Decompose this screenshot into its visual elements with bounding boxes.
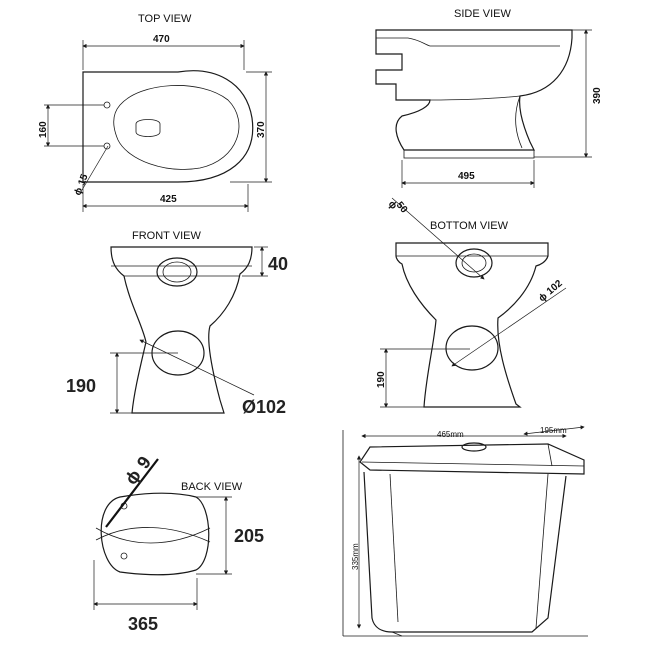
side-view-base [403, 149, 535, 159]
flush-button [461, 442, 487, 452]
bottom-view-title: BOTTOM VIEW [430, 220, 509, 232]
dimension-back-hole-label: 9 [133, 453, 155, 473]
dimension-back-height-label: 205 [234, 526, 264, 546]
dimension-cistern-width-label: 465mm [437, 430, 464, 439]
bowl-rim [113, 85, 240, 170]
dimension-bottom-outlet-height-label: 190 [376, 371, 387, 388]
bottom-view: BOTTOM VIEW ϕ 50 ϕ 102 190 [376, 197, 567, 408]
dimension-base-width-label: 425 [160, 194, 177, 205]
top-view: TOP VIEW 470 160 370 ϕ 15 425 [38, 13, 272, 212]
dimension-bolt-spacing-label: 160 [38, 121, 49, 138]
dimension-rim-label: 40 [268, 254, 288, 274]
dimension-width-label: 470 [153, 34, 170, 45]
side-view: SIDE VIEW 390 495 [375, 8, 603, 188]
bottom-outlet-opening [445, 325, 499, 371]
cistern-view: 465mm 195mm 335mm [342, 425, 588, 637]
bolt-hole-upper [103, 101, 111, 109]
dimension-outlet-height-label: 190 [66, 376, 96, 396]
front-view: FRONT VIEW 40 190 Ø102 [66, 230, 288, 417]
phi-symbol-top: ϕ [72, 186, 85, 197]
front-outlet-ring [156, 257, 198, 287]
dimension-outlet-label: 102 [545, 278, 565, 297]
bottom-view-outline [395, 242, 549, 408]
front-view-outline [110, 246, 253, 414]
side-view-title: SIDE VIEW [454, 8, 511, 20]
dimension-length-label: 495 [458, 171, 475, 182]
cistern-body [363, 471, 567, 633]
dimension-back-width-label: 365 [128, 614, 158, 634]
dimension-depth-label: 370 [256, 121, 267, 138]
bowl-outlet [135, 119, 161, 137]
dimension-hole-label: 15 [76, 172, 90, 187]
top-view-outline [82, 70, 254, 183]
front-view-title: FRONT VIEW [132, 230, 201, 242]
dimension-height-label: 390 [592, 87, 603, 104]
dimension-cistern-depth-label: 195mm [540, 426, 567, 435]
bottom-inlet-ring [455, 248, 493, 278]
back-view-title: BACK VIEW [181, 481, 243, 493]
phi-symbol-back: ϕ [121, 466, 145, 489]
dimension-cistern-height-label: 335mm [351, 543, 360, 570]
top-view-title: TOP VIEW [138, 13, 192, 25]
back-view: BACK VIEW ϕ 9 205 365 [93, 453, 264, 634]
back-hole-lower [120, 552, 128, 560]
side-view-outline [375, 29, 573, 151]
back-view-outline [100, 492, 210, 576]
dimension-outlet-diameter-label: Ø102 [242, 397, 286, 417]
